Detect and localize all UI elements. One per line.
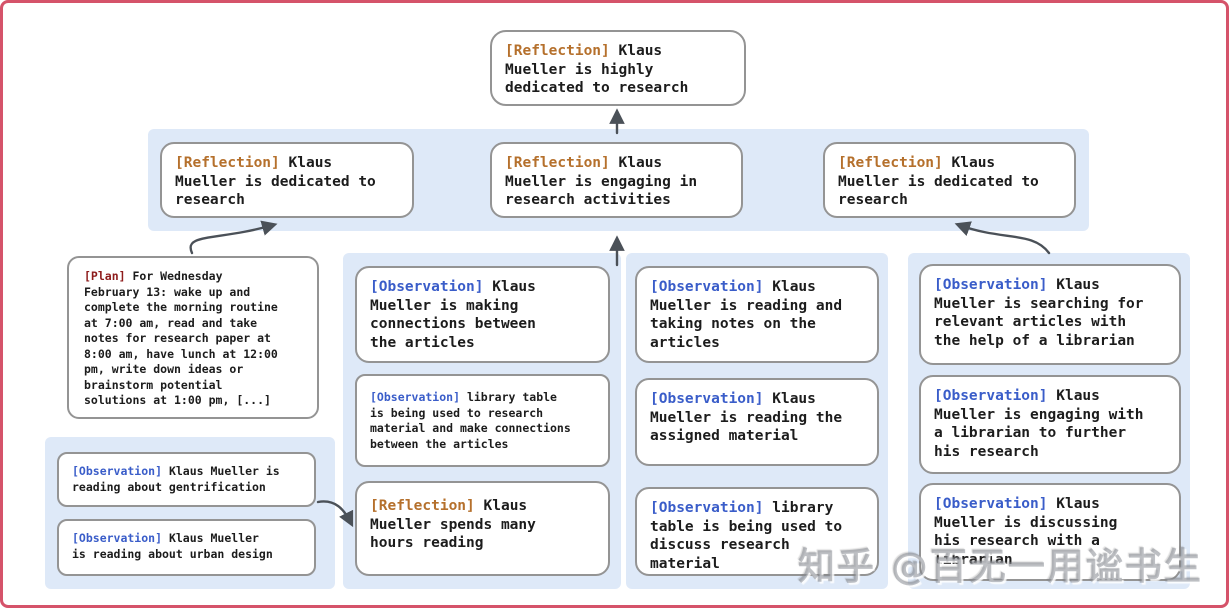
node-obs-discussing: [Observation] Klaus Mueller is discussin…	[919, 483, 1181, 581]
observation-tag: [Observation]	[72, 531, 163, 545]
reflection-tag: [Reflection]	[175, 155, 280, 171]
node-text: Klaus Mueller spends many hours reading	[370, 498, 536, 551]
observation-tag: [Observation]	[370, 390, 461, 404]
observation-tag: [Observation]	[934, 496, 1048, 512]
observation-tag: [Observation]	[650, 279, 764, 295]
node-text: library table is being used to research …	[370, 390, 571, 451]
node-reflection-right: [Reflection] Klaus Mueller is dedicated …	[823, 142, 1076, 218]
plan-tag: [Plan]	[84, 269, 126, 283]
node-obs-searching: [Observation] Klaus Mueller is searching…	[919, 264, 1181, 365]
observation-tag: [Observation]	[934, 277, 1048, 293]
observation-tag: [Observation]	[72, 464, 163, 478]
reflection-tag: [Reflection]	[838, 155, 943, 171]
node-plan: [Plan] For Wednesday February 13: wake u…	[67, 256, 319, 419]
reflection-tag: [Reflection]	[370, 498, 475, 514]
reflection-tag: [Reflection]	[505, 43, 610, 59]
node-text: Klaus Mueller is dedicated to research	[838, 155, 1039, 208]
node-text: library table is being used to discuss r…	[650, 500, 843, 572]
node-text: Klaus Mueller is dedicated to research	[175, 155, 376, 208]
node-reflection-hours: [Reflection] Klaus Mueller spends many h…	[355, 481, 610, 576]
node-reflection-mid: [Reflection] Klaus Mueller is engaging i…	[490, 142, 743, 218]
observation-tag: [Observation]	[650, 500, 764, 516]
node-text: Klaus Mueller is discussing his research…	[934, 496, 1118, 568]
node-text: Klaus Mueller is reading and taking note…	[650, 279, 843, 351]
node-obs-engaging-librarian: [Observation] Klaus Mueller is engaging …	[919, 375, 1181, 474]
node-reflection-left: [Reflection] Klaus Mueller is dedicated …	[160, 142, 414, 218]
reflection-tag: [Reflection]	[505, 155, 610, 171]
node-obs-library-research: [Observation] library table is being use…	[355, 374, 610, 467]
node-text: Klaus Mueller is engaging with a librari…	[934, 388, 1144, 460]
node-obs-connections: [Observation] Klaus Mueller is making co…	[355, 266, 610, 363]
node-text: Klaus Mueller is making connections betw…	[370, 279, 536, 351]
node-top-reflection: [Reflection] Klaus Mueller is highly ded…	[490, 30, 746, 106]
node-obs-taking-notes: [Observation] Klaus Mueller is reading a…	[635, 266, 879, 363]
node-obs-urban-design: [Observation] Klaus Mueller is reading a…	[57, 519, 316, 576]
node-text: Klaus Mueller is searching for relevant …	[934, 277, 1144, 349]
node-obs-gentrification: [Observation] Klaus Mueller is reading a…	[57, 452, 316, 507]
node-text: Klaus Mueller is engaging in research ac…	[505, 155, 698, 208]
node-text: Klaus Mueller is highly dedicated to res…	[505, 43, 689, 96]
node-obs-assigned: [Observation] Klaus Mueller is reading t…	[635, 378, 879, 466]
observation-tag: [Observation]	[650, 391, 764, 407]
node-text: Klaus Mueller is reading the assigned ma…	[650, 391, 843, 444]
node-text: For Wednesday February 13: wake up and c…	[84, 269, 278, 407]
node-text: Klaus Mueller is reading about gentrific…	[72, 464, 280, 494]
observation-tag: [Observation]	[934, 388, 1048, 404]
node-text: Klaus Mueller is reading about urban des…	[72, 531, 273, 561]
observation-tag: [Observation]	[370, 279, 484, 295]
node-obs-library-discuss: [Observation] library table is being use…	[635, 487, 879, 576]
